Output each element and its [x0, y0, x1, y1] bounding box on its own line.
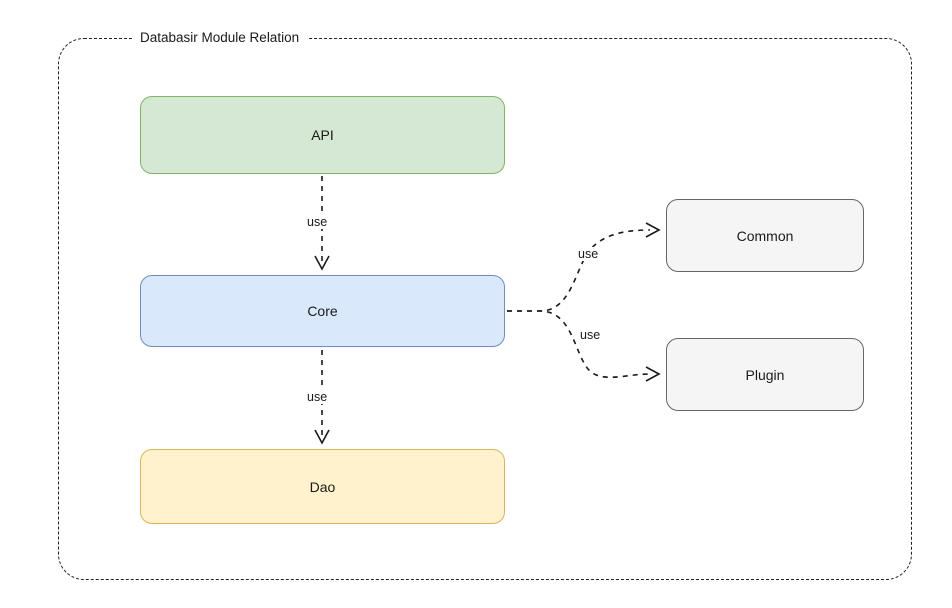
node-common[interactable]: Common — [666, 199, 864, 272]
node-core-label: Core — [307, 303, 338, 319]
diagram-title: Databasir Module Relation — [132, 28, 308, 48]
edge-label-api-core: use — [305, 215, 330, 229]
node-plugin-label: Plugin — [745, 366, 785, 383]
node-dao-label: Dao — [309, 478, 336, 495]
node-api[interactable]: API — [140, 96, 505, 174]
node-dao[interactable]: Dao — [140, 449, 505, 524]
diagram-outer-frame — [58, 38, 912, 580]
edge-label-core-dao: use — [305, 390, 330, 404]
node-plugin[interactable]: Plugin — [666, 338, 864, 411]
node-common-label: Common — [736, 227, 794, 244]
edge-label-core-plugin: use — [578, 328, 603, 342]
node-core[interactable]: Core — [140, 275, 505, 347]
node-api-label: API — [311, 127, 334, 143]
edge-label-core-common: use — [576, 247, 601, 261]
